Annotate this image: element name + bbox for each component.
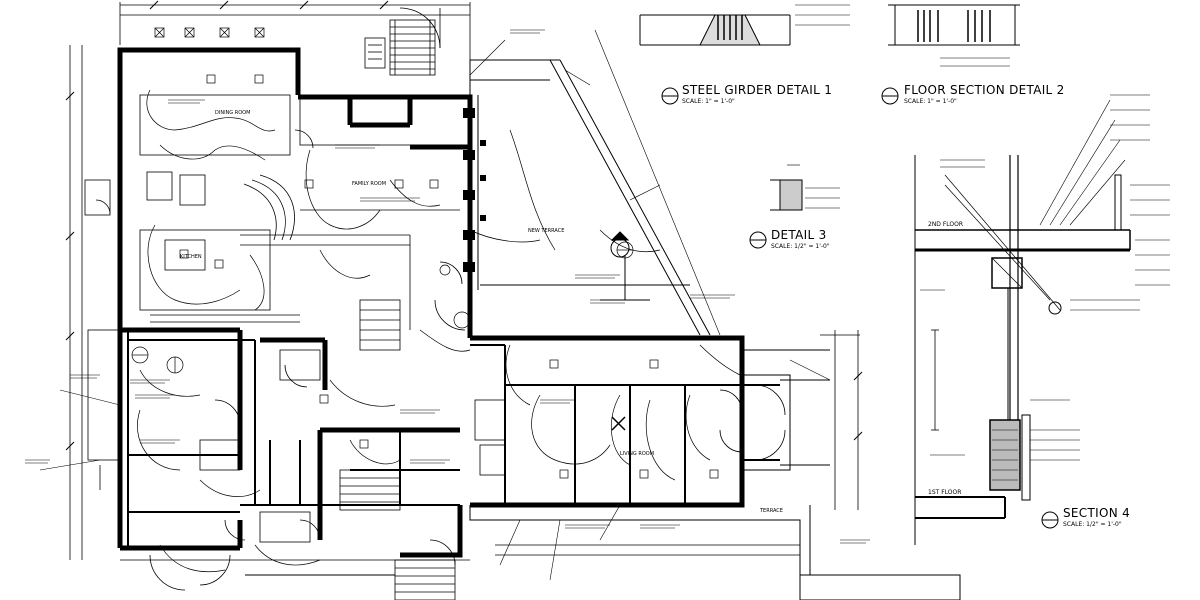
steel-girder-detail-scale: SCALE: 1" = 1'-0" bbox=[682, 98, 735, 105]
family-room-label: FAMILY ROOM bbox=[352, 181, 386, 187]
detail-3-scale: SCALE: 1/2" = 1'-0" bbox=[771, 243, 830, 250]
wiring-runs bbox=[137, 89, 741, 573]
steel-girder-detail-title: STEEL GIRDER DETAIL 1 bbox=[682, 83, 833, 97]
terrace-label: TERRACE bbox=[759, 508, 783, 514]
new-terrace-label: NEW TERRACE bbox=[528, 228, 564, 234]
second-floor-label: 2ND FLOOR bbox=[928, 221, 963, 228]
steel-girder-symbol bbox=[661, 87, 679, 105]
interior-walls bbox=[127, 330, 780, 548]
dimension-lines bbox=[69, 2, 860, 561]
bay-seat bbox=[146, 171, 295, 241]
living-room-label: LIVING ROOM bbox=[620, 451, 654, 457]
door-swings bbox=[95, 7, 786, 591]
wall-fixtures bbox=[463, 108, 486, 272]
stair-bottom bbox=[339, 469, 456, 600]
floor-section-detail-scale: SCALE: 1" = 1'-0" bbox=[904, 98, 957, 105]
detail-3-title: DETAIL 3 bbox=[771, 228, 827, 242]
steel-girder-detail bbox=[639, 4, 850, 46]
section-4-scale: SCALE: 1/2" = 1'-0" bbox=[1063, 521, 1122, 528]
ceiling-fixture-x bbox=[611, 416, 626, 431]
floor-section-symbol bbox=[881, 87, 899, 105]
first-floor-label: 1ST FLOOR bbox=[928, 489, 961, 496]
stair-top bbox=[364, 19, 436, 76]
kitchen-label: KITCHEN bbox=[180, 254, 202, 260]
floor-plan bbox=[25, 0, 961, 600]
fixture-symbols bbox=[154, 27, 719, 479]
cabinetry-lines bbox=[84, 94, 506, 543]
floor-section-detail bbox=[888, 4, 1020, 67]
leader-lines bbox=[39, 39, 831, 581]
floor-section-detail-title: FLOOR SECTION DETAIL 2 bbox=[904, 83, 1065, 97]
detail-3 bbox=[749, 164, 840, 249]
section-4-title: SECTION 4 bbox=[1063, 506, 1131, 520]
right-bay bbox=[245, 349, 961, 600]
section-markers bbox=[600, 231, 650, 301]
section-4 bbox=[914, 94, 1170, 545]
dining-room-label: DINING ROOM bbox=[215, 110, 250, 116]
